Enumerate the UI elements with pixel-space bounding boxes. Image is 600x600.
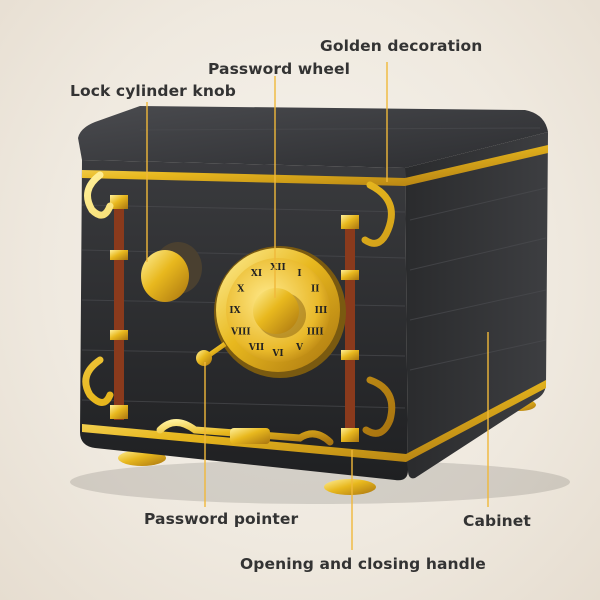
shadow (70, 460, 570, 504)
label-lock-cylinder-knob: Lock cylinder knob (70, 82, 236, 100)
dial-numeral: IX (229, 306, 240, 316)
foot (324, 479, 376, 495)
dial-numeral: VI (271, 349, 283, 359)
opening-closing-handle (230, 428, 270, 444)
dial-numeral: II (311, 285, 319, 295)
lock-cylinder-knob (141, 242, 202, 302)
dial-numeral: IIII (307, 328, 324, 338)
label-password-pointer: Password pointer (144, 510, 299, 528)
leader-lines (146, 62, 489, 550)
dial-numeral: XII (270, 263, 285, 273)
dial-numeral: VII (248, 343, 264, 353)
dial-numeral: V (295, 343, 304, 353)
label-cabinet: Cabinet (463, 512, 531, 530)
label-password-wheel: Password wheel (208, 60, 351, 78)
label-handle: Opening and closing handle (240, 555, 486, 573)
password-pointer (196, 341, 227, 366)
cabinet-top (78, 106, 548, 168)
dial-numeral: X (237, 285, 244, 295)
dial-numeral: III (315, 306, 328, 316)
label-golden-decoration: Golden decoration (320, 37, 483, 55)
gold-band-bottom (82, 380, 546, 462)
dial-numeral: I (297, 269, 301, 279)
gold-band-top (82, 145, 548, 186)
dial-numeral: VIII (230, 328, 251, 338)
dial-knob (253, 288, 299, 334)
dial-numeral: XI (251, 269, 262, 279)
